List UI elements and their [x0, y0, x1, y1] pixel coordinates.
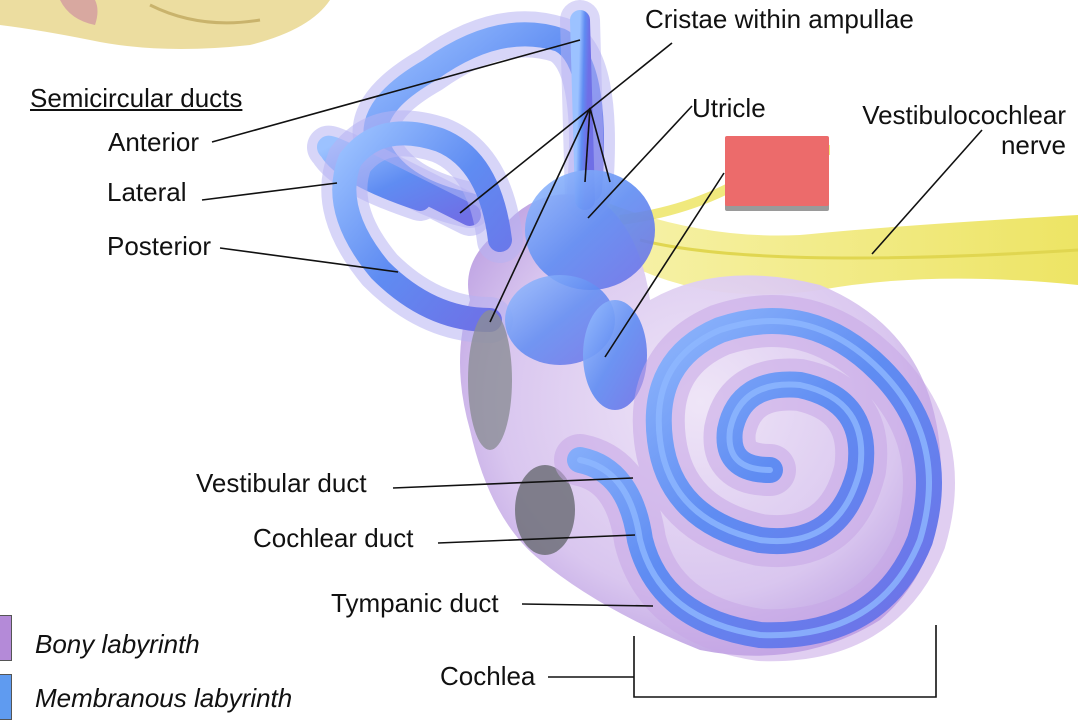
vestibulocochlear-nerve-label: Vestibulocochlear nerve	[862, 100, 1066, 160]
nerve-shape	[600, 145, 1078, 295]
cristae-label: Cristae within ampullae	[645, 4, 914, 34]
posterior-label: Posterior	[107, 231, 212, 261]
legend-swatch-membranous	[0, 674, 12, 720]
utricle-label: Utricle	[692, 93, 766, 123]
tympanic-duct-label: Tympanic duct	[331, 588, 499, 618]
semicircular-ducts-heading: Semicircular ducts	[30, 83, 243, 113]
legend-membranous-label: Membranous labyrinth	[35, 683, 293, 713]
cochlear-duct-label: Cochlear duct	[253, 523, 414, 553]
lateral-label: Lateral	[107, 177, 187, 207]
anterior-label: Anterior	[108, 127, 200, 157]
nerve-label-line2: nerve	[1000, 130, 1066, 160]
legend-bony-label: Bony labyrinth	[35, 629, 200, 659]
oval-window-shape	[468, 310, 512, 450]
label-cover-box	[725, 136, 829, 206]
cochlea-label: Cochlea	[440, 661, 536, 691]
round-window-shape	[515, 465, 575, 555]
legend-swatch-bony	[0, 615, 12, 661]
background-anatomy-fragment	[0, 0, 330, 49]
semicircular-ducts-shape	[307, 0, 615, 343]
vestibular-duct-label: Vestibular duct	[196, 468, 367, 498]
cochlea-spiral-shape	[554, 295, 955, 662]
nerve-label-line1: Vestibulocochlear	[862, 100, 1066, 130]
utricle-shape	[505, 170, 655, 410]
leader-lines	[201, 39, 983, 698]
